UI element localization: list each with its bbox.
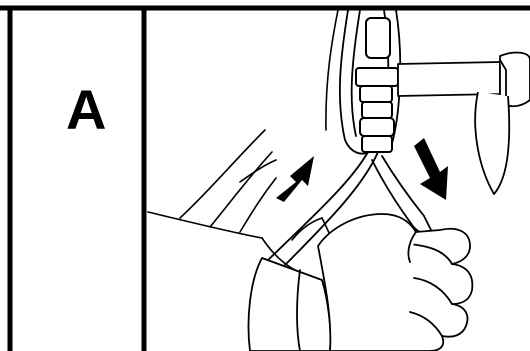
torso-outline — [148, 10, 345, 270]
down-arrow-icon — [414, 138, 448, 200]
buckle-icon — [356, 18, 398, 152]
up-arrow-icon — [276, 156, 314, 202]
gloved-hand — [249, 214, 473, 351]
side-belt — [398, 53, 530, 194]
